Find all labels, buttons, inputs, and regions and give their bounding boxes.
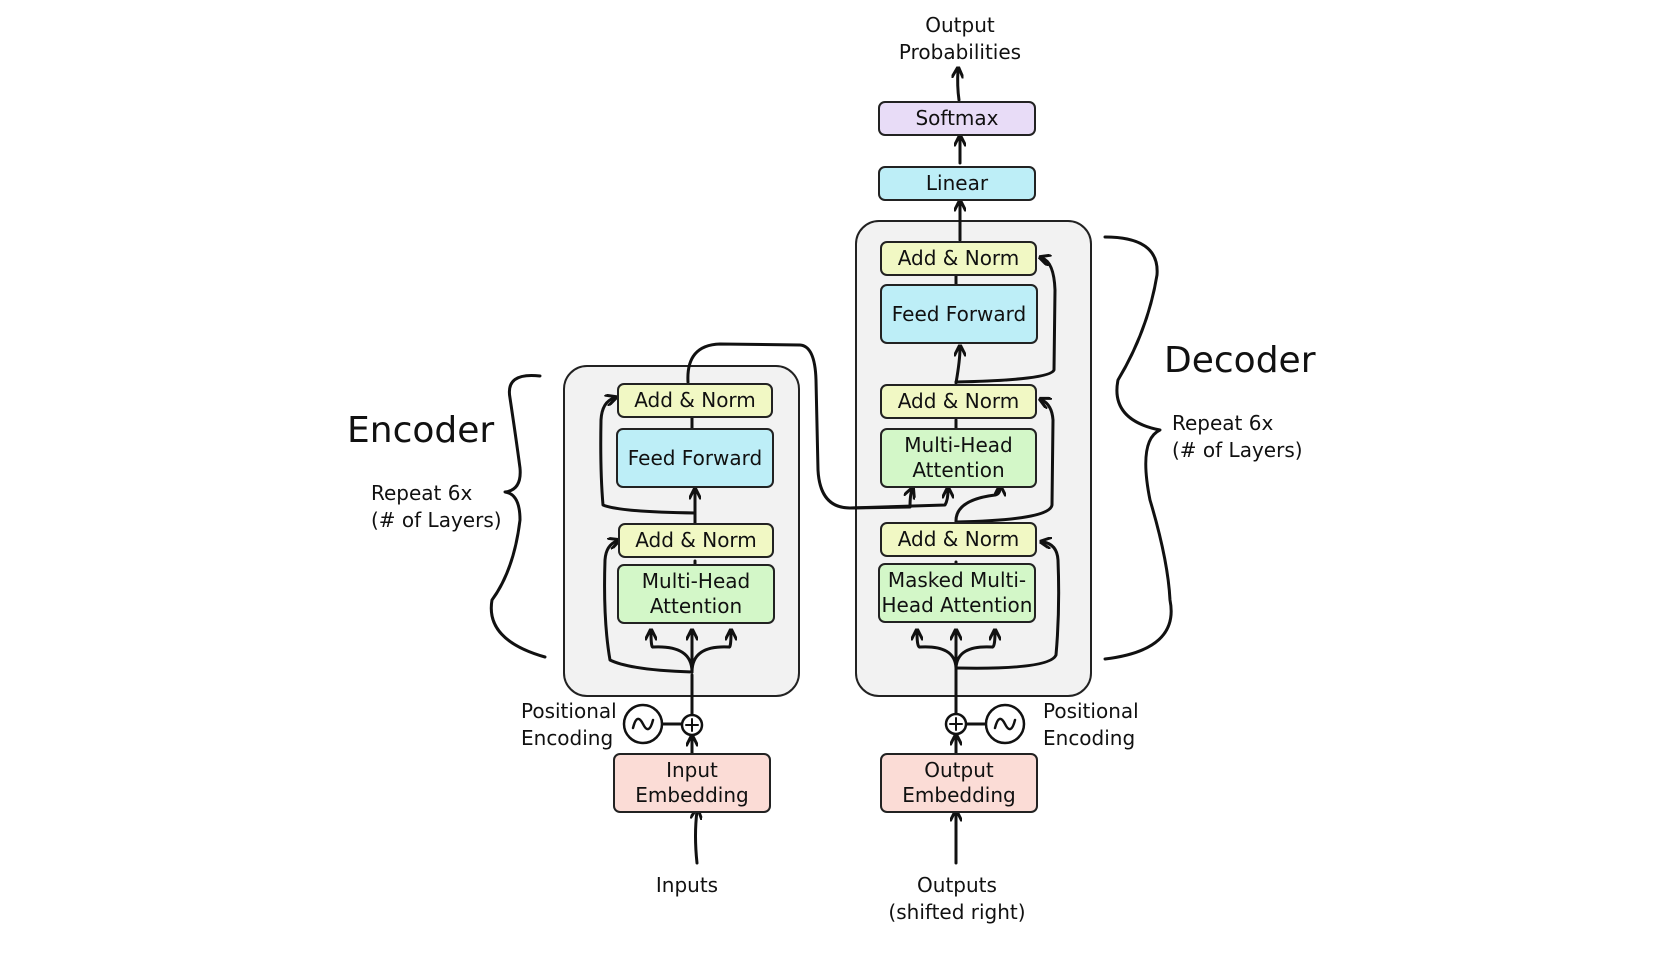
decoder-title: Decoder xyxy=(1164,340,1316,381)
output-embedding: Output Embedding xyxy=(880,753,1038,813)
output-probabilities-label: Output Probabilities xyxy=(898,13,1022,64)
decoder-masked-multi-head-attention: Masked Multi- Head Attention xyxy=(878,563,1036,623)
outputs-label: Outputs (shifted right) xyxy=(888,873,1026,924)
decoder-add-norm-bottom: Add & Norm xyxy=(880,522,1037,557)
softmax-block: Softmax xyxy=(878,101,1036,136)
encoder-repeat-label: Repeat 6x (# of Layers) xyxy=(371,481,502,532)
linear-block: Linear xyxy=(878,166,1036,201)
encoder-feed-forward: Feed Forward xyxy=(616,428,774,488)
decoder-repeat-label: Repeat 6x (# of Layers) xyxy=(1172,411,1303,462)
decoder-positional-encoding-label: Positional Encoding xyxy=(1043,699,1139,750)
encoder-title: Encoder xyxy=(347,410,495,451)
encoder-multi-head-attention: Multi-Head Attention xyxy=(617,564,775,624)
encoder-positional-encoding-label: Positional Encoding xyxy=(521,699,617,750)
inputs-label: Inputs xyxy=(655,873,719,897)
input-embedding: Input Embedding xyxy=(613,753,771,813)
decoder-feed-forward: Feed Forward xyxy=(880,284,1038,344)
encoder-add-norm-top: Add & Norm xyxy=(617,383,773,418)
decoder-add-norm-top: Add & Norm xyxy=(880,241,1037,276)
decoder-brace xyxy=(1103,235,1173,661)
encoder-add-norm-bottom: Add & Norm xyxy=(618,523,774,558)
encoder-brace xyxy=(489,373,547,659)
decoder-multi-head-attention: Multi-Head Attention xyxy=(880,428,1037,488)
decoder-add-norm-mid: Add & Norm xyxy=(880,384,1037,419)
